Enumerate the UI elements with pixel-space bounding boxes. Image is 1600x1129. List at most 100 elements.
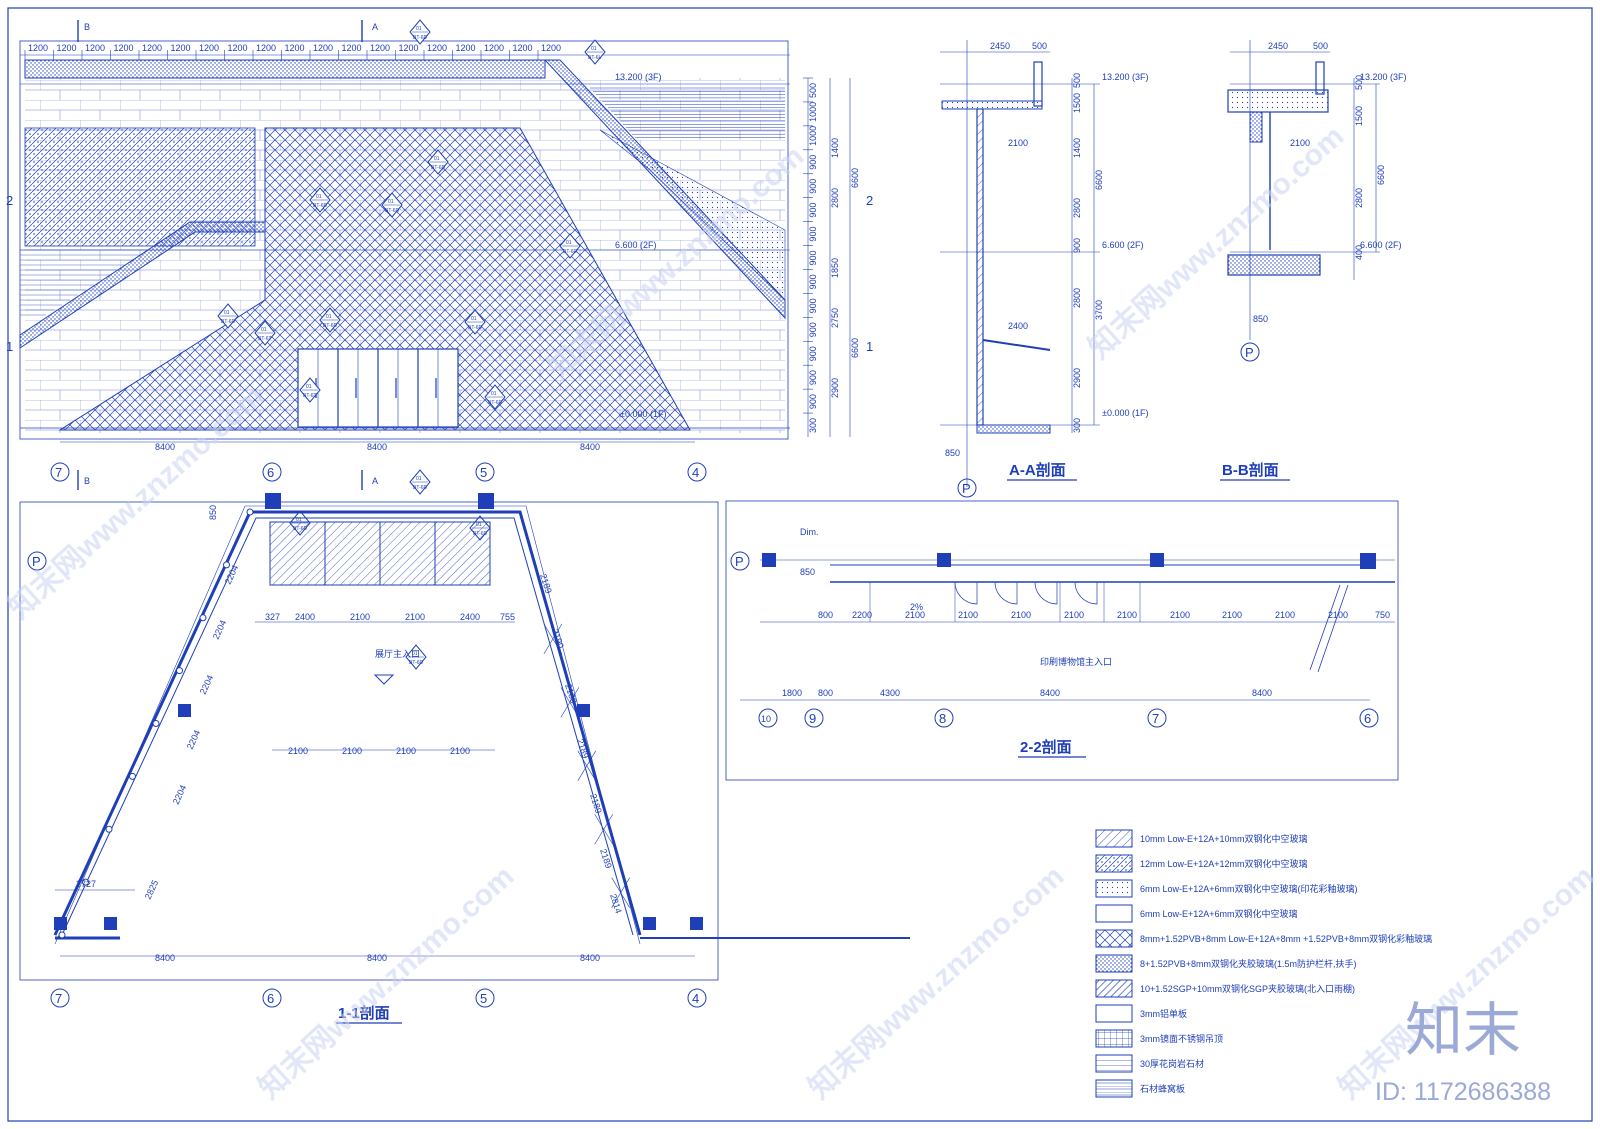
plan11-right-dim: 2189	[575, 738, 591, 760]
aa-floor	[976, 424, 1051, 434]
legend-item: 30厚花岗岩石材	[1095, 1054, 1204, 1073]
plan22-dim: 2100	[1064, 610, 1084, 620]
entry-arrow-icon	[373, 674, 395, 685]
elev-axis-5: 5	[475, 462, 495, 482]
elev-bottom-dim-1: 8400	[155, 442, 175, 452]
plan11-axis-6: 6	[262, 988, 282, 1008]
legend-label: 3mm镜面不锈钢吊顶	[1140, 1033, 1223, 1044]
legend-label: 12mm Low-E+12A+12mm双钢化中空玻璃	[1140, 858, 1308, 869]
right-dim-label: 900	[808, 274, 818, 289]
plan22-col-8	[937, 553, 951, 567]
top-dim-label: 1200	[427, 43, 447, 53]
svg-text:10: 10	[761, 714, 771, 724]
plan22-doors	[869, 581, 1141, 622]
mullion-post	[129, 772, 136, 780]
svg-text:P: P	[735, 554, 744, 569]
plan11-top-dim: 2400	[295, 612, 315, 622]
right-dim-label: 900	[808, 370, 818, 385]
plan22-axis-dim: 1800	[782, 688, 802, 698]
plan22-axis-10: 10	[758, 708, 778, 728]
mullion-post	[152, 720, 160, 727]
plan11-misc-dim: 2727	[76, 879, 96, 889]
roof-band	[24, 59, 546, 79]
aa-total-dim: 6600	[1094, 170, 1104, 190]
legend-swatch	[1095, 904, 1133, 923]
plan11-entry-label: 展厅主入口	[375, 648, 420, 659]
legend-item: 石材蜂窝板	[1095, 1079, 1185, 1098]
top-dim-label: 1200	[228, 43, 248, 53]
svg-text:P: P	[962, 481, 971, 496]
legend-label: 石材蜂窝板	[1140, 1083, 1185, 1094]
plan11-bottom-3: 8400	[580, 953, 600, 963]
svg-text:P: P	[1245, 345, 1254, 360]
brace	[594, 814, 614, 845]
tag-code: BT-6T	[258, 336, 272, 342]
plan11-misc-dim: 850	[208, 505, 218, 520]
top-dim-label: 1200	[370, 43, 390, 53]
plan22-dim: 2100	[1170, 610, 1190, 620]
bb-axis-p: P	[1240, 342, 1260, 362]
plan22-col-6	[1360, 553, 1376, 569]
plan11-left-dim: 2204	[198, 673, 216, 695]
right-dim-label: 1000	[808, 102, 818, 122]
plan11-mid-dim: 2100	[396, 746, 416, 756]
tag-number: 01	[326, 314, 332, 320]
section-mark-1-left: 1	[6, 339, 13, 354]
bb-d2: 850	[1253, 314, 1268, 324]
section-aa: 2450 500 13.200 (3F) 6.600 (2F) ±0.000 (…	[940, 40, 1149, 498]
svg-text:7: 7	[55, 991, 62, 1006]
plan22-dim: 2100	[905, 610, 925, 620]
legend-swatch	[1095, 979, 1133, 998]
plan22-frame	[725, 500, 1399, 781]
section-22-title: 2-2剖面	[1020, 738, 1072, 756]
elevation-right-dims: 5001000100090090090090090090090090090090…	[803, 77, 860, 433]
tag-code: BT-6D	[563, 249, 578, 255]
plan22-axis-6: 6	[1359, 708, 1379, 728]
tag-number: 01	[471, 316, 477, 322]
curtain-wall	[58, 127, 691, 431]
bb-level-2f: 6.600 (2F)	[1360, 240, 1402, 250]
plan22-axis-dim: 800	[818, 688, 833, 698]
right-dim-label: 500	[808, 83, 818, 98]
plan22-slope: 2%	[910, 602, 923, 612]
top-dim-label: 1200	[57, 43, 77, 53]
legend-swatch	[1095, 879, 1133, 898]
bb-height-dim: 1500	[1354, 106, 1364, 126]
door-swing	[1074, 581, 1098, 605]
level-3f-label: 13.200 (3F)	[615, 72, 662, 82]
tag-number: 01	[224, 310, 230, 316]
plan11-mark-a: A	[372, 476, 378, 486]
section-bb-title: B-B剖面	[1222, 461, 1279, 479]
right-dim-label: 900	[808, 250, 818, 265]
right-dim-label: 900	[808, 346, 818, 361]
svg-text:4: 4	[692, 465, 699, 480]
plan22-dim: 800	[818, 610, 833, 620]
top-dim-label: 1200	[484, 43, 504, 53]
door-swing	[1034, 581, 1058, 605]
bb-w1: 2450	[1268, 41, 1288, 51]
tag-code: BT-6D	[409, 660, 424, 666]
plan11-bottom-1: 8400	[155, 953, 175, 963]
top-dim-label: 1200	[256, 43, 276, 53]
svg-text:5: 5	[480, 465, 487, 480]
tag-number: 01	[434, 156, 440, 162]
tag-code: BT-6D	[385, 208, 400, 214]
legend-label: 3mm铝单板	[1140, 1008, 1187, 1019]
aa-roof-slab	[941, 100, 1043, 110]
tag-code: BT-6D	[468, 325, 483, 331]
tag-number: 01	[416, 26, 422, 32]
legend-swatch	[1095, 1079, 1133, 1098]
